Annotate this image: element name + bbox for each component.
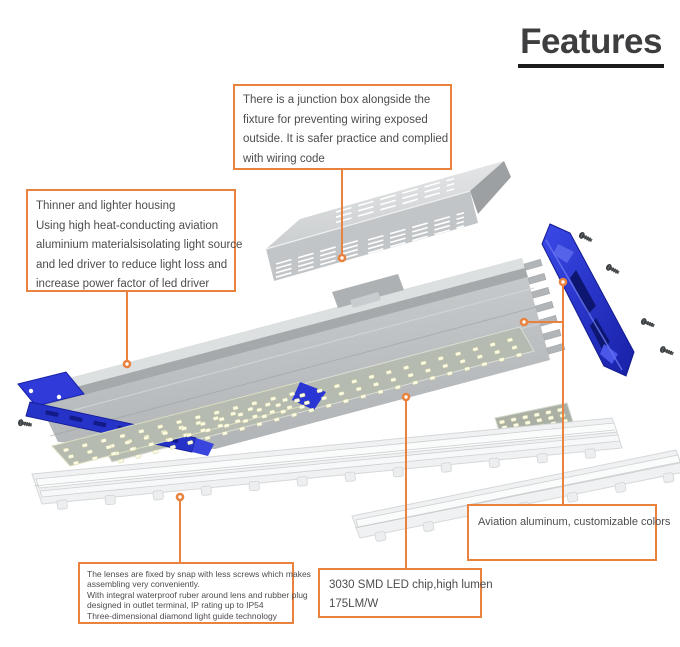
callout-led-chip: 3030 SMD LED chip,high lumen 175LM/W <box>318 568 493 618</box>
junction-box <box>265 161 511 308</box>
callout-junction-box: There is a junction box alongside the fi… <box>233 84 452 170</box>
callout-dots <box>122 253 568 502</box>
callout-text-line: Three-dimensional diamond light guide te… <box>87 610 277 621</box>
callout-text-line: With integral waterproof ruber around le… <box>87 589 308 600</box>
callout-connectors <box>126 170 564 568</box>
callout-text-line: Thinner and lighter housing <box>36 200 176 212</box>
callout-text-line: Using high heat-conducting aviation <box>36 219 219 232</box>
callout-text-line: 3030 SMD LED chip,high lumen <box>329 579 493 591</box>
junction-box-vents <box>275 177 465 278</box>
callout-lens: The lenses are fixed by snap with less s… <box>78 562 311 624</box>
callout-text-line: designed in outlet terminal, IP rating u… <box>87 600 264 611</box>
features-title: Features <box>518 24 664 68</box>
callout-text-line: Aviation aluminum, customizable colors <box>478 516 671 528</box>
led-chips <box>63 337 568 466</box>
callout-text-line: with wiring code <box>243 152 325 165</box>
lens-assembly-1 <box>31 417 623 505</box>
callout-housing: Thinner and lighter housing Using high h… <box>26 189 243 292</box>
callout-text-line: fixture for preventing wiring exposed <box>243 113 428 126</box>
screws <box>17 232 674 427</box>
lens-assembly-2 <box>351 449 680 539</box>
callout-text-line: outside. It is safer practice and compli… <box>243 133 449 145</box>
callout-text-line: aluminium materialsisolating light sourc… <box>36 239 243 251</box>
callout-text-line: There is a junction box alongside the <box>243 94 431 106</box>
junction-box-bracket <box>332 274 404 308</box>
callout-text-line: assembling very conveniently. <box>87 579 200 590</box>
end-cap-right <box>541 223 635 377</box>
callout-text-line: 175LM/W <box>329 598 379 610</box>
callout-text-line: The lenses are fixed by snap with less s… <box>87 569 311 579</box>
callout-text-line: increase power factor of led driver <box>36 278 210 290</box>
heatsink-fins <box>523 259 566 355</box>
led-board-connector <box>292 382 326 410</box>
callout-text-line: and led driver to reduce light loss and <box>36 258 228 271</box>
callout-aluminum: Aviation aluminum, customizable colors <box>467 504 671 561</box>
